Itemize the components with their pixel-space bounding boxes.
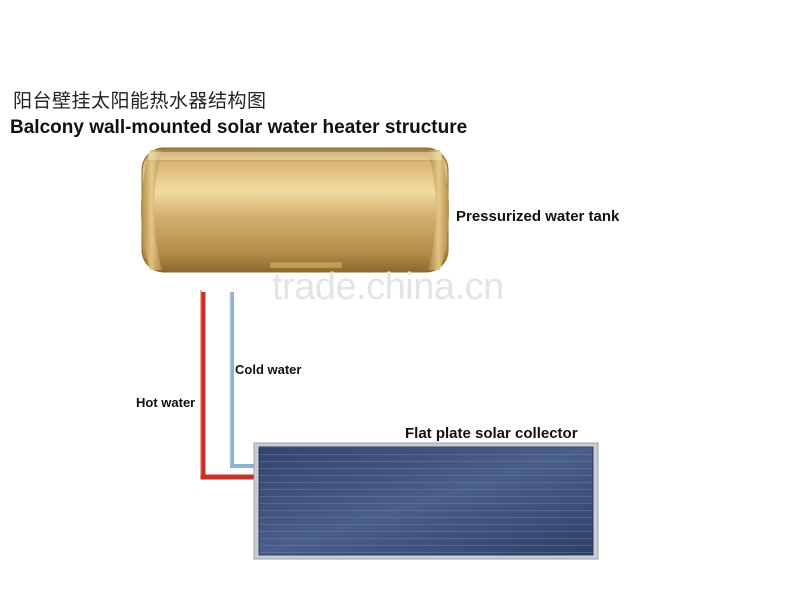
label-cold-water: Cold water xyxy=(235,362,302,377)
cold-water-pipe xyxy=(229,292,256,468)
title-chinese: 阳台壁挂太阳能热水器结构图 xyxy=(13,90,267,112)
watermark-text: trade.china.cn xyxy=(272,266,504,308)
label-hot-water: Hot water xyxy=(136,395,196,410)
solar-collector xyxy=(253,442,599,560)
label-pressurized-water-tank: Pressurized water tank xyxy=(456,208,620,225)
hot-water-pipe xyxy=(200,290,256,480)
water-tank xyxy=(141,147,449,273)
title-english: Balcony wall-mounted solar water heater … xyxy=(10,117,468,138)
label-flat-plate-solar-collector: Flat plate solar collector xyxy=(405,425,578,442)
